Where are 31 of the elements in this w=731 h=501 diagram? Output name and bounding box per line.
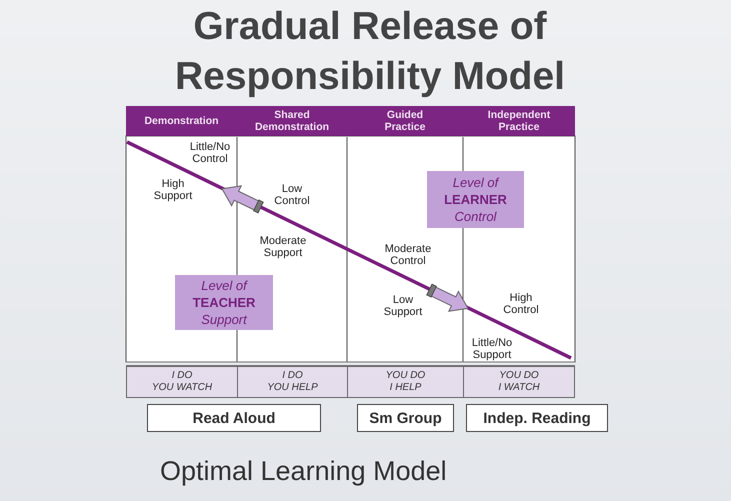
column-header: Shared Demonstration bbox=[237, 106, 347, 136]
activity-box: Read Aloud bbox=[147, 404, 321, 432]
level-box: Level of LEARNER Control bbox=[427, 171, 524, 228]
cell-text: YOU DO bbox=[499, 370, 539, 382]
scale-label: High Support bbox=[154, 178, 192, 202]
activity-box: Indep. Reading bbox=[466, 404, 608, 432]
role-cell bbox=[126, 366, 238, 398]
cell-text: I HELP bbox=[390, 382, 422, 394]
role-cell bbox=[237, 366, 348, 398]
cell-text: I DO bbox=[282, 370, 303, 382]
cell-text: YOU HELP bbox=[267, 382, 318, 394]
column-header: Demonstration bbox=[126, 106, 237, 136]
cell-text: I WATCH bbox=[498, 382, 540, 394]
cell-text: YOU DO bbox=[386, 370, 426, 382]
column-header: Guided Practice bbox=[347, 106, 463, 136]
scale-label: Low Support bbox=[384, 294, 422, 318]
role-cell bbox=[463, 366, 575, 398]
scale-label: Low Control bbox=[274, 183, 310, 207]
caption: Optimal Learning Model bbox=[160, 455, 447, 488]
scale-label: Little/No Control bbox=[190, 141, 230, 165]
scale-label: Moderate Support bbox=[260, 235, 306, 259]
cell-text: YOU WATCH bbox=[152, 382, 212, 394]
activity-box: Sm Group bbox=[357, 404, 454, 432]
scale-label: Moderate Control bbox=[384, 243, 432, 267]
cell-text: I DO bbox=[172, 370, 192, 382]
scale-label: High Control bbox=[503, 292, 539, 316]
role-cell bbox=[347, 366, 464, 398]
title: Gradual Release of Responsibility Model bbox=[174, 4, 566, 100]
scale-label: Little/No Support bbox=[472, 337, 512, 361]
column-header: Independent Practice bbox=[463, 106, 575, 136]
level-box: Level of TEACHER Support bbox=[175, 275, 273, 330]
